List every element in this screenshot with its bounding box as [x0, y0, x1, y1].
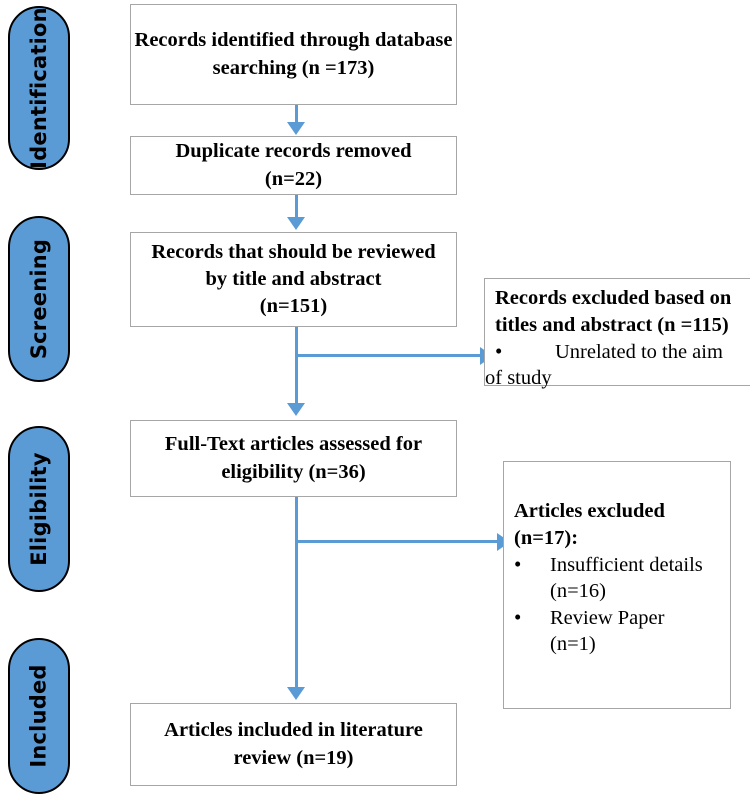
connector-review-to-fulltext-arrow [287, 403, 305, 416]
connector-identified-to-duplicates-arrow [287, 122, 305, 135]
box-articles-excluded: Articles excluded (n=17): Insufficient d… [503, 461, 731, 709]
connector-duplicates-to-review-line [295, 195, 298, 219]
connector-identified-to-duplicates-line [295, 105, 298, 124]
box-fulltext-assessed-line1: Full-Text articles assessed for [164, 433, 423, 456]
box-records-to-review-line1: Records that should be reviewed [151, 240, 436, 263]
box-articles-excluded-line1: Articles excluded [514, 500, 665, 522]
list-item: Insufficient details (n=16) [504, 551, 730, 604]
connector-fulltext-to-included-arrow [287, 687, 305, 700]
articles-excluded-reason-1-cont: (n=1) [550, 632, 596, 655]
list-item: Unrelated to the aim of study [485, 338, 750, 391]
stage-label-eligibility: Eligibility [27, 452, 51, 566]
connector-duplicates-to-review-arrow [287, 217, 305, 230]
box-records-to-review-line3: (n=151) [259, 295, 328, 318]
box-articles-included-line1: Articles included in literature [164, 719, 423, 742]
box-fulltext-assessed: Full-Text articles assessed for eligibil… [130, 420, 457, 497]
box-records-identified: Records identified through database sear… [130, 4, 457, 105]
articles-excluded-reason-0-cont: (n=16) [550, 580, 606, 603]
records-excluded-reason-list: Unrelated to the aim of study [485, 338, 750, 391]
box-articles-included: Articles included in literature review (… [130, 703, 457, 786]
stage-pill-eligibility: Eligibility [8, 426, 70, 592]
box-fulltext-assessed-line2: eligibility (n=36) [221, 460, 366, 483]
connector-fulltext-to-included-line [295, 497, 298, 689]
box-records-identified-line1: Records identified through database [134, 29, 453, 52]
stage-pill-included: Included [8, 638, 70, 794]
stage-pill-identification: Identification [8, 6, 70, 170]
box-records-excluded-line1: Records excluded based on [495, 287, 732, 309]
articles-excluded-reason-1-text: Review Paper [550, 606, 665, 629]
connector-fulltext-to-excluded-line [295, 540, 500, 543]
box-duplicates-removed-line2: (n=22) [264, 167, 323, 190]
list-item: Review Paper (n=1) [504, 604, 730, 657]
box-duplicates-removed-line1: Duplicate records removed [175, 140, 412, 163]
records-excluded-reason-cont: of study [485, 367, 552, 390]
stage-pill-screening: Screening [8, 216, 70, 382]
records-excluded-reason-text: Unrelated to the aim [555, 341, 723, 364]
box-records-to-review: Records that should be reviewed by title… [130, 232, 457, 327]
stage-label-identification: Identification [27, 7, 51, 169]
stage-label-included: Included [27, 664, 51, 768]
box-records-excluded-line2: titles and abstract (n =115) [495, 314, 729, 337]
box-records-excluded: Records excluded based on titles and abs… [484, 278, 750, 389]
box-articles-excluded-line2: (n=17): [514, 527, 579, 550]
box-records-identified-line2: searching (n =173) [212, 56, 375, 79]
connector-review-to-excluded-line [295, 354, 483, 357]
articles-excluded-reason-0-text: Insufficient details [550, 554, 703, 577]
box-articles-included-line2: review (n=19) [233, 746, 354, 769]
box-records-to-review-line2: by title and abstract [205, 267, 382, 290]
connector-review-to-fulltext-line [295, 327, 298, 405]
box-duplicates-removed: Duplicate records removed (n=22) [130, 136, 457, 195]
articles-excluded-reason-list: Insufficient details (n=16) Review Paper… [504, 551, 730, 657]
stage-label-screening: Screening [27, 238, 52, 360]
